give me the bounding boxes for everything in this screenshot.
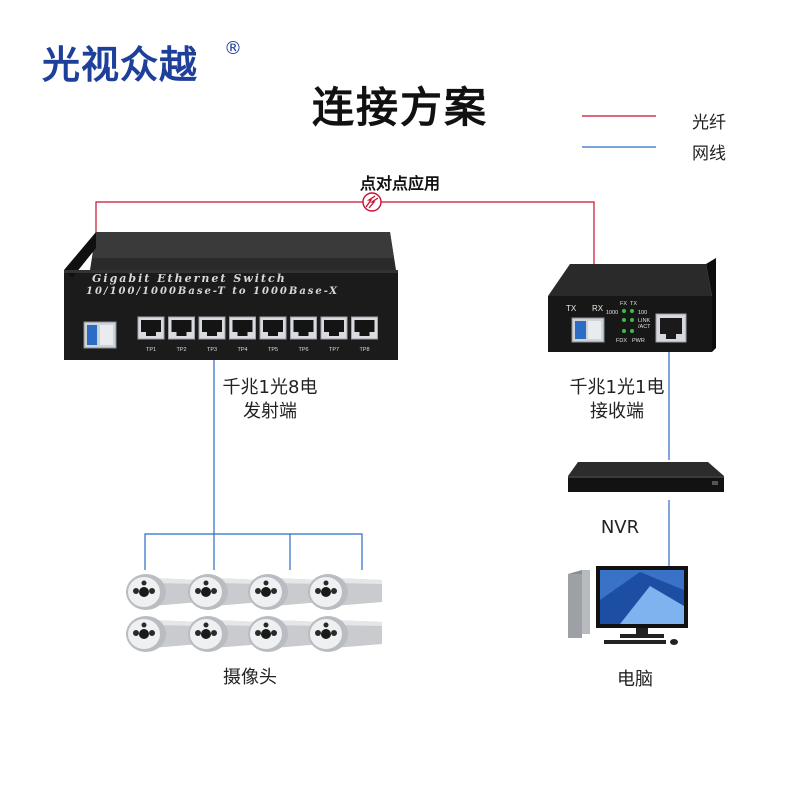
rj45-port bbox=[138, 317, 164, 339]
computer-monitor bbox=[596, 566, 688, 645]
port-label: TP5 bbox=[268, 347, 278, 353]
camera-array bbox=[126, 574, 382, 652]
switch-subheader-text: 10/100/1000Base-T to 1000Base-X bbox=[86, 286, 339, 297]
led-label-pwr: PWR bbox=[632, 338, 645, 344]
rj45-port bbox=[291, 317, 317, 339]
rj45-port bbox=[230, 317, 256, 339]
port-label: TP7 bbox=[329, 347, 339, 353]
rx-label: RX bbox=[592, 304, 604, 313]
bullet-camera bbox=[308, 574, 382, 610]
fiber-switch: Gigabit Ethernet Switch 10/100/1000Base-… bbox=[64, 232, 398, 360]
rj45-port bbox=[321, 317, 347, 339]
port-label: TP6 bbox=[298, 347, 308, 353]
port-label: TP1 bbox=[146, 347, 156, 353]
led-label-fx: FX bbox=[620, 301, 627, 307]
led-label-100: 100 bbox=[638, 310, 647, 316]
led-label-act: /ACT bbox=[638, 324, 651, 330]
sfp-port bbox=[84, 322, 116, 348]
switch-header-text: Gigabit Ethernet Switch bbox=[92, 272, 287, 285]
port-label: TP3 bbox=[207, 347, 217, 353]
port-label: TP4 bbox=[237, 347, 247, 353]
rj45-port bbox=[352, 317, 378, 339]
rj45-port bbox=[260, 317, 286, 339]
led-label-1000: 1000 bbox=[606, 310, 618, 316]
computer-tower bbox=[568, 570, 590, 638]
led-label-tx: TX bbox=[630, 301, 637, 307]
rj45-port bbox=[199, 317, 225, 339]
nvr-device bbox=[568, 462, 724, 492]
media-converter: TX RX FX TX 1000 100 LINK /ACT FDX PWR bbox=[548, 258, 716, 352]
converter-sfp-port bbox=[572, 318, 604, 342]
led-label-fdx: FDX bbox=[616, 338, 627, 344]
port-label: TP8 bbox=[359, 347, 369, 353]
tx-label: TX bbox=[566, 304, 577, 313]
bullet-camera bbox=[308, 616, 382, 652]
camera-bus-cable bbox=[145, 534, 362, 570]
port-label: TP2 bbox=[176, 347, 186, 353]
fiber-connector-icon bbox=[363, 193, 381, 211]
converter-rj45-port bbox=[656, 314, 686, 342]
rj45-port bbox=[169, 317, 195, 339]
